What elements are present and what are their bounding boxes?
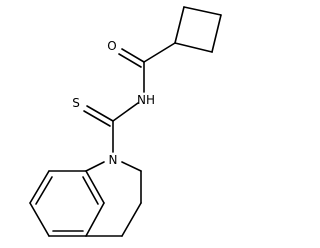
bond-thiocarbonyl-c-s-1: [86, 105, 114, 122]
bond-benzene-3: [29, 202, 50, 237]
benzene-ring: [29, 170, 105, 237]
sulfur-label: S: [72, 96, 80, 110]
bond-nh-to-thiocarbonyl: [112, 102, 139, 122]
bond-ringn-to-ch2: [121, 161, 142, 172]
bond-thiocarbonyl-c-s-2: [83, 110, 111, 127]
bond-cyclobutane-3: [211, 14, 222, 53]
cyclobutane-ring: [174, 6, 222, 53]
bond-benzene-inner-1: [35, 176, 53, 205]
bond-benzene-inner-3: [82, 176, 99, 205]
bond-ringn-to-benzene: [85, 161, 105, 172]
bond-cyclobutane-1: [174, 6, 185, 44]
chemical-structure-diagram: O NH S N: [29, 6, 222, 237]
bond-benzene-6: [85, 170, 105, 204]
ring-nitrogen-label: N: [109, 153, 118, 167]
bond-carbonyl-c-o-1: [121, 48, 145, 63]
bond-benzene-2: [29, 170, 50, 204]
amide-nitrogen-label: NH: [137, 93, 155, 107]
bond-carbonyl-c-o-2: [118, 53, 142, 68]
oxygen-label: O: [107, 39, 116, 53]
bond-cyclobutane-2: [183, 6, 222, 16]
tetrahydro-ring: [85, 161, 142, 237]
bond-ch2-ch2-2: [121, 202, 142, 237]
bond-cyclobutane-4: [174, 42, 213, 53]
bond-benzene-5: [85, 202, 105, 237]
bond-ring-to-carbonyl: [143, 42, 176, 63]
